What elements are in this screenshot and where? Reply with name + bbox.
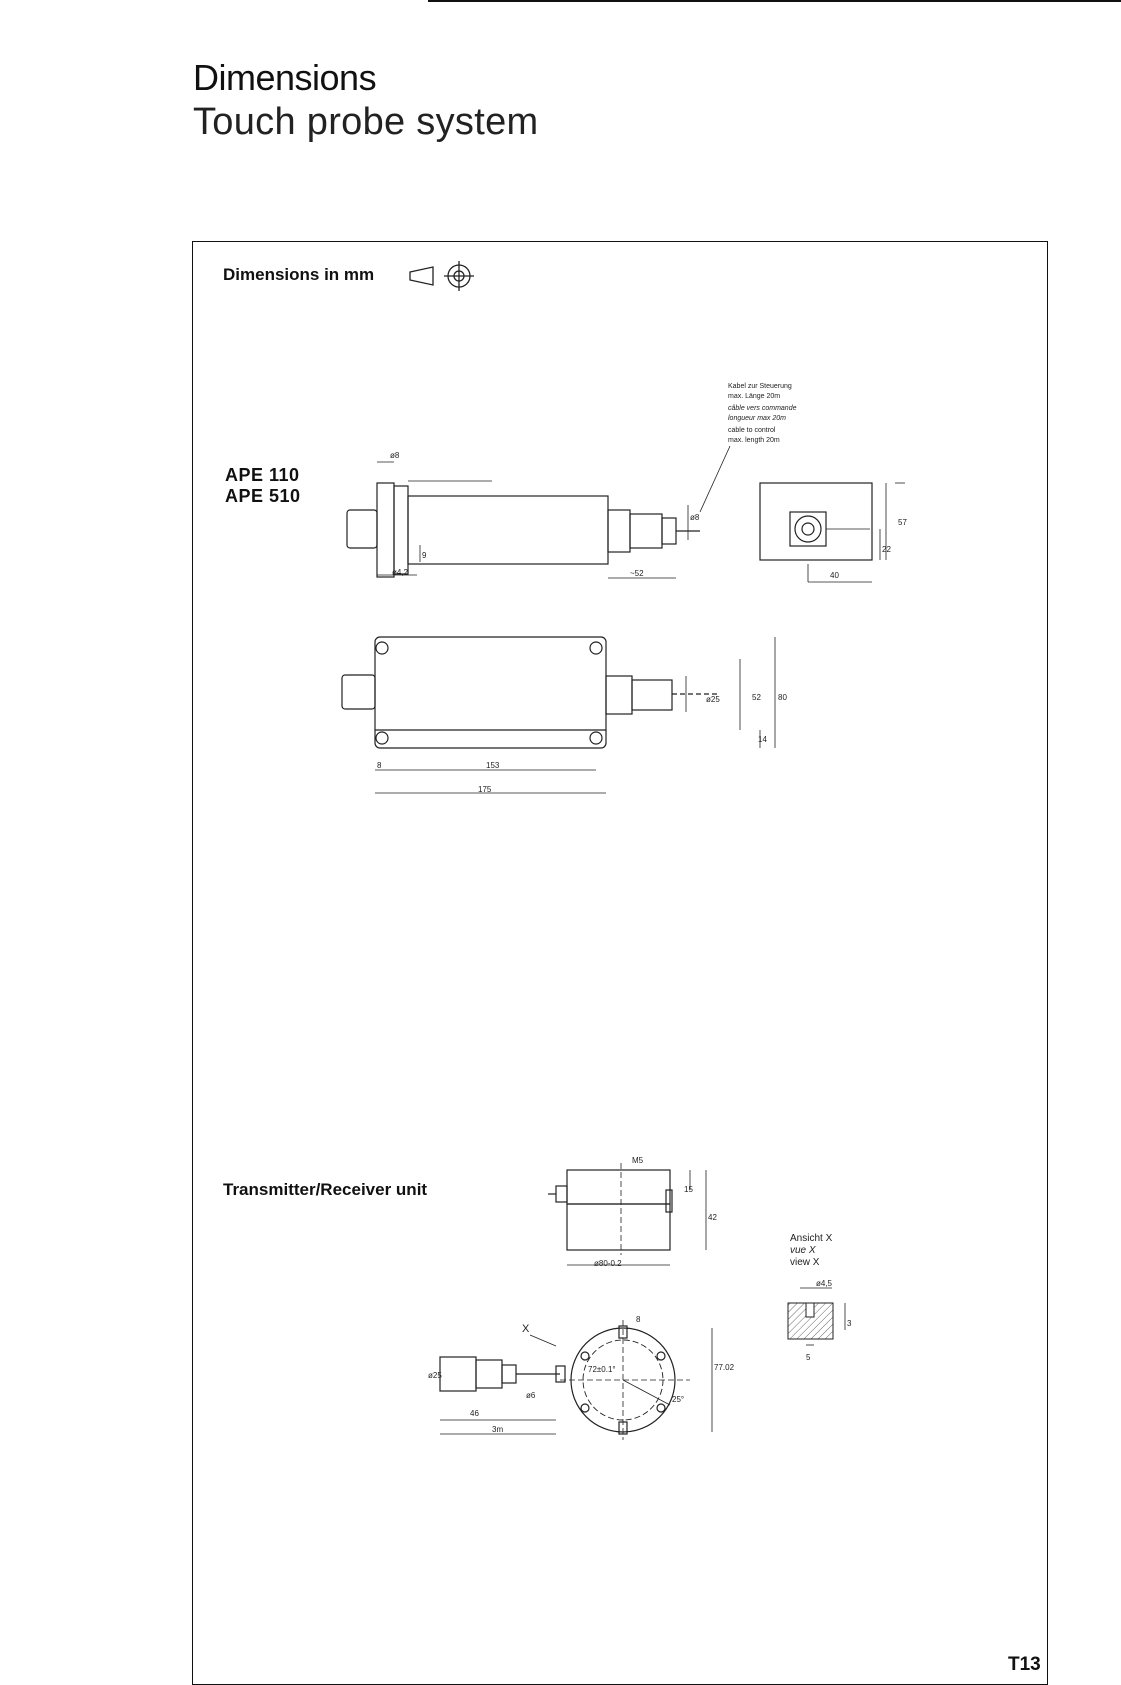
top-rule: [428, 0, 1121, 2]
dim-d6: ø6: [526, 1391, 536, 1400]
cable-note-line: longueur max 20m: [728, 415, 786, 422]
dim-175: 175: [478, 785, 492, 794]
view-x-arrow-label: X: [522, 1323, 530, 1335]
dim-angle-72: 72±0.1°: [588, 1365, 616, 1374]
cable-note-line: max. Länge 20m: [728, 393, 780, 400]
cable-note-line: max. length 20m: [728, 437, 780, 444]
dim-5: 5: [806, 1353, 811, 1362]
projection-symbol-icon: [409, 261, 474, 291]
dim-52a: ~52: [630, 569, 644, 578]
dim-d8: ø8: [390, 451, 400, 460]
page-title: Dimensions: [193, 57, 377, 98]
view-x-section: [787, 1287, 846, 1346]
cable-note-line: câble vers commande: [728, 405, 797, 412]
dim-14: 14: [758, 735, 767, 744]
transmitter-receiver-label: Transmitter/Receiver unit: [223, 1180, 428, 1199]
cable-note-line: Kabel zur Steuerung: [728, 383, 792, 390]
cable-note-line: cable to control: [728, 427, 776, 434]
dim-57: 57: [898, 518, 907, 527]
dim-9: 9: [422, 551, 427, 560]
dim-d80: ø80-0.2: [594, 1259, 622, 1268]
dim-52b: 52: [752, 693, 761, 702]
dim-77-02: 77.02: [714, 1363, 735, 1372]
view-x-label: vue X: [790, 1245, 816, 1256]
dimensions-label: Dimensions in mm: [223, 265, 375, 284]
dim-d25-tr: ø25: [428, 1371, 442, 1380]
transmitter-top-view: [439, 1320, 713, 1440]
dim-15: 15: [684, 1185, 693, 1194]
dim-153: 153: [486, 761, 500, 770]
page-number: T13: [1008, 1654, 1041, 1675]
ape-end-view: [759, 482, 905, 583]
dim-22: 22: [882, 545, 891, 554]
dim-25-deg: 25°: [672, 1395, 684, 1404]
dim-3: 3: [847, 1319, 852, 1328]
view-x-label: Ansicht X: [790, 1233, 833, 1244]
page-subtitle: Touch probe system: [193, 101, 539, 143]
dim-8: 8: [377, 761, 382, 770]
dim-8-tr: 8: [636, 1315, 641, 1324]
model-ape-510: APE 510: [225, 486, 301, 506]
ape-top-view: [341, 636, 776, 794]
dim-d25: ø25: [706, 695, 720, 704]
dim-d42: ø4,2: [392, 568, 409, 577]
dim-42: 42: [708, 1213, 717, 1222]
dim-40: 40: [830, 571, 839, 580]
dim-3m: 3m: [492, 1425, 503, 1434]
dim-d8b: ø8: [690, 513, 700, 522]
ape-side-view: [346, 461, 700, 579]
dim-m5: M5: [632, 1156, 644, 1165]
cable-note: Kabel zur Steuerung max. Länge 20m câble…: [728, 383, 797, 444]
dim-80: 80: [778, 693, 787, 702]
view-x-label: view X: [790, 1257, 820, 1268]
transmitter-side-view: [548, 1163, 707, 1266]
dim-46: 46: [470, 1409, 479, 1418]
model-ape-110: APE 110: [225, 465, 300, 485]
dim-d45: ø4,5: [816, 1279, 833, 1288]
cable-note-leader: [699, 445, 731, 513]
